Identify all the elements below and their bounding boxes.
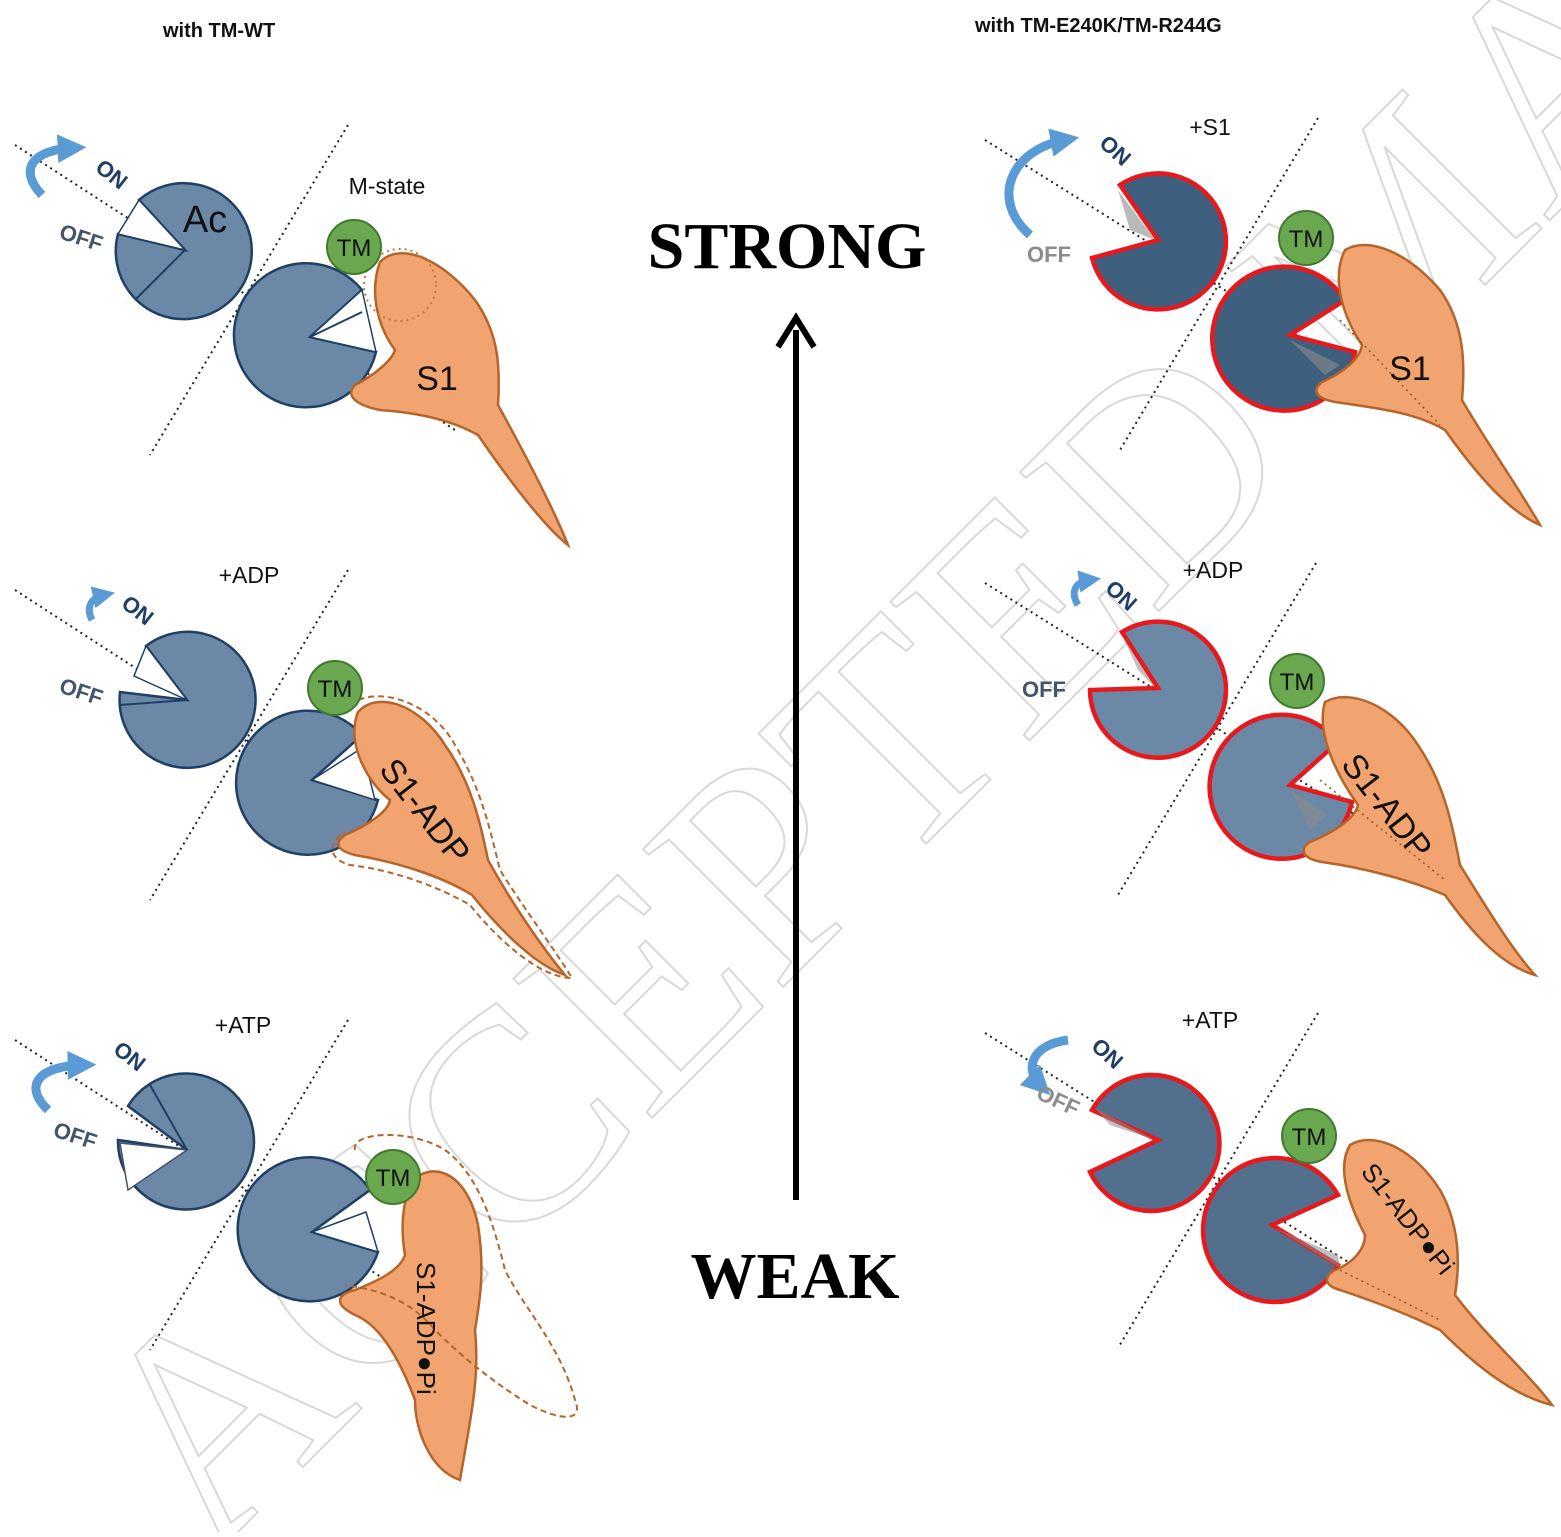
actin-label: Ac [183, 199, 227, 241]
right-column-title: with TM-E240K/TM-R244G [974, 15, 1222, 37]
tm-label: TM [1280, 669, 1315, 696]
weak-label: WEAK [690, 1240, 899, 1313]
tm-label: TM [1289, 226, 1324, 253]
condition-label: +ADP [219, 562, 280, 588]
on-label: ON [1095, 130, 1136, 171]
left-panel-adp: +ADP TM S1-ADP ON OFF [15, 562, 572, 978]
off-label: OFF [56, 219, 106, 256]
actin-subunit-upper [1090, 1075, 1219, 1211]
mstate-label: M-state [349, 173, 426, 199]
on-label: ON [91, 154, 132, 194]
off-label: OFF [50, 1117, 100, 1154]
condition-label: +ATP [215, 1012, 271, 1038]
actin-subunit-upper [120, 632, 256, 768]
s1-label: S1 [416, 360, 458, 398]
on-label: ON [1087, 1033, 1128, 1074]
myosin-s1-head [351, 253, 568, 545]
tm-label: TM [318, 676, 353, 703]
on-label: ON [117, 590, 158, 630]
off-label: OFF [1027, 242, 1071, 267]
rotation-arrow-icon [1032, 1040, 1068, 1085]
condition-label: +ADP [1183, 557, 1244, 583]
strong-label: STRONG [648, 210, 927, 283]
s1-label: S1-ADP●Pi [411, 1262, 441, 1395]
condition-label: +S1 [1189, 114, 1231, 140]
off-label: OFF [1033, 1080, 1083, 1121]
rotation-arrow-icon [1009, 140, 1065, 235]
rotation-arrow-icon [89, 595, 104, 620]
on-label: ON [109, 1036, 150, 1076]
rotation-arrow-icon [36, 1065, 82, 1110]
tm-label: TM [376, 1165, 411, 1192]
rotation-arrow-icon [30, 148, 72, 195]
right-panel-atp: +ATP TM S1-ADP●Pi ON OFF [985, 1007, 1552, 1405]
off-label: OFF [1022, 677, 1066, 702]
actin-subunit-upper [118, 1074, 254, 1210]
tm-label: TM [1292, 1124, 1327, 1151]
tm-label: TM [337, 235, 372, 262]
left-column-title: with TM-WT [162, 20, 275, 42]
off-label: OFF [56, 673, 106, 710]
actin-subunit-upper [1092, 173, 1226, 309]
actin-subunit-lower [1203, 1158, 1338, 1302]
condition-label: +ATP [1182, 1007, 1238, 1033]
left-panel-mstate: TM S1 Ac M-state ON OFF [15, 125, 568, 545]
s1-label: S1 [1389, 350, 1431, 388]
